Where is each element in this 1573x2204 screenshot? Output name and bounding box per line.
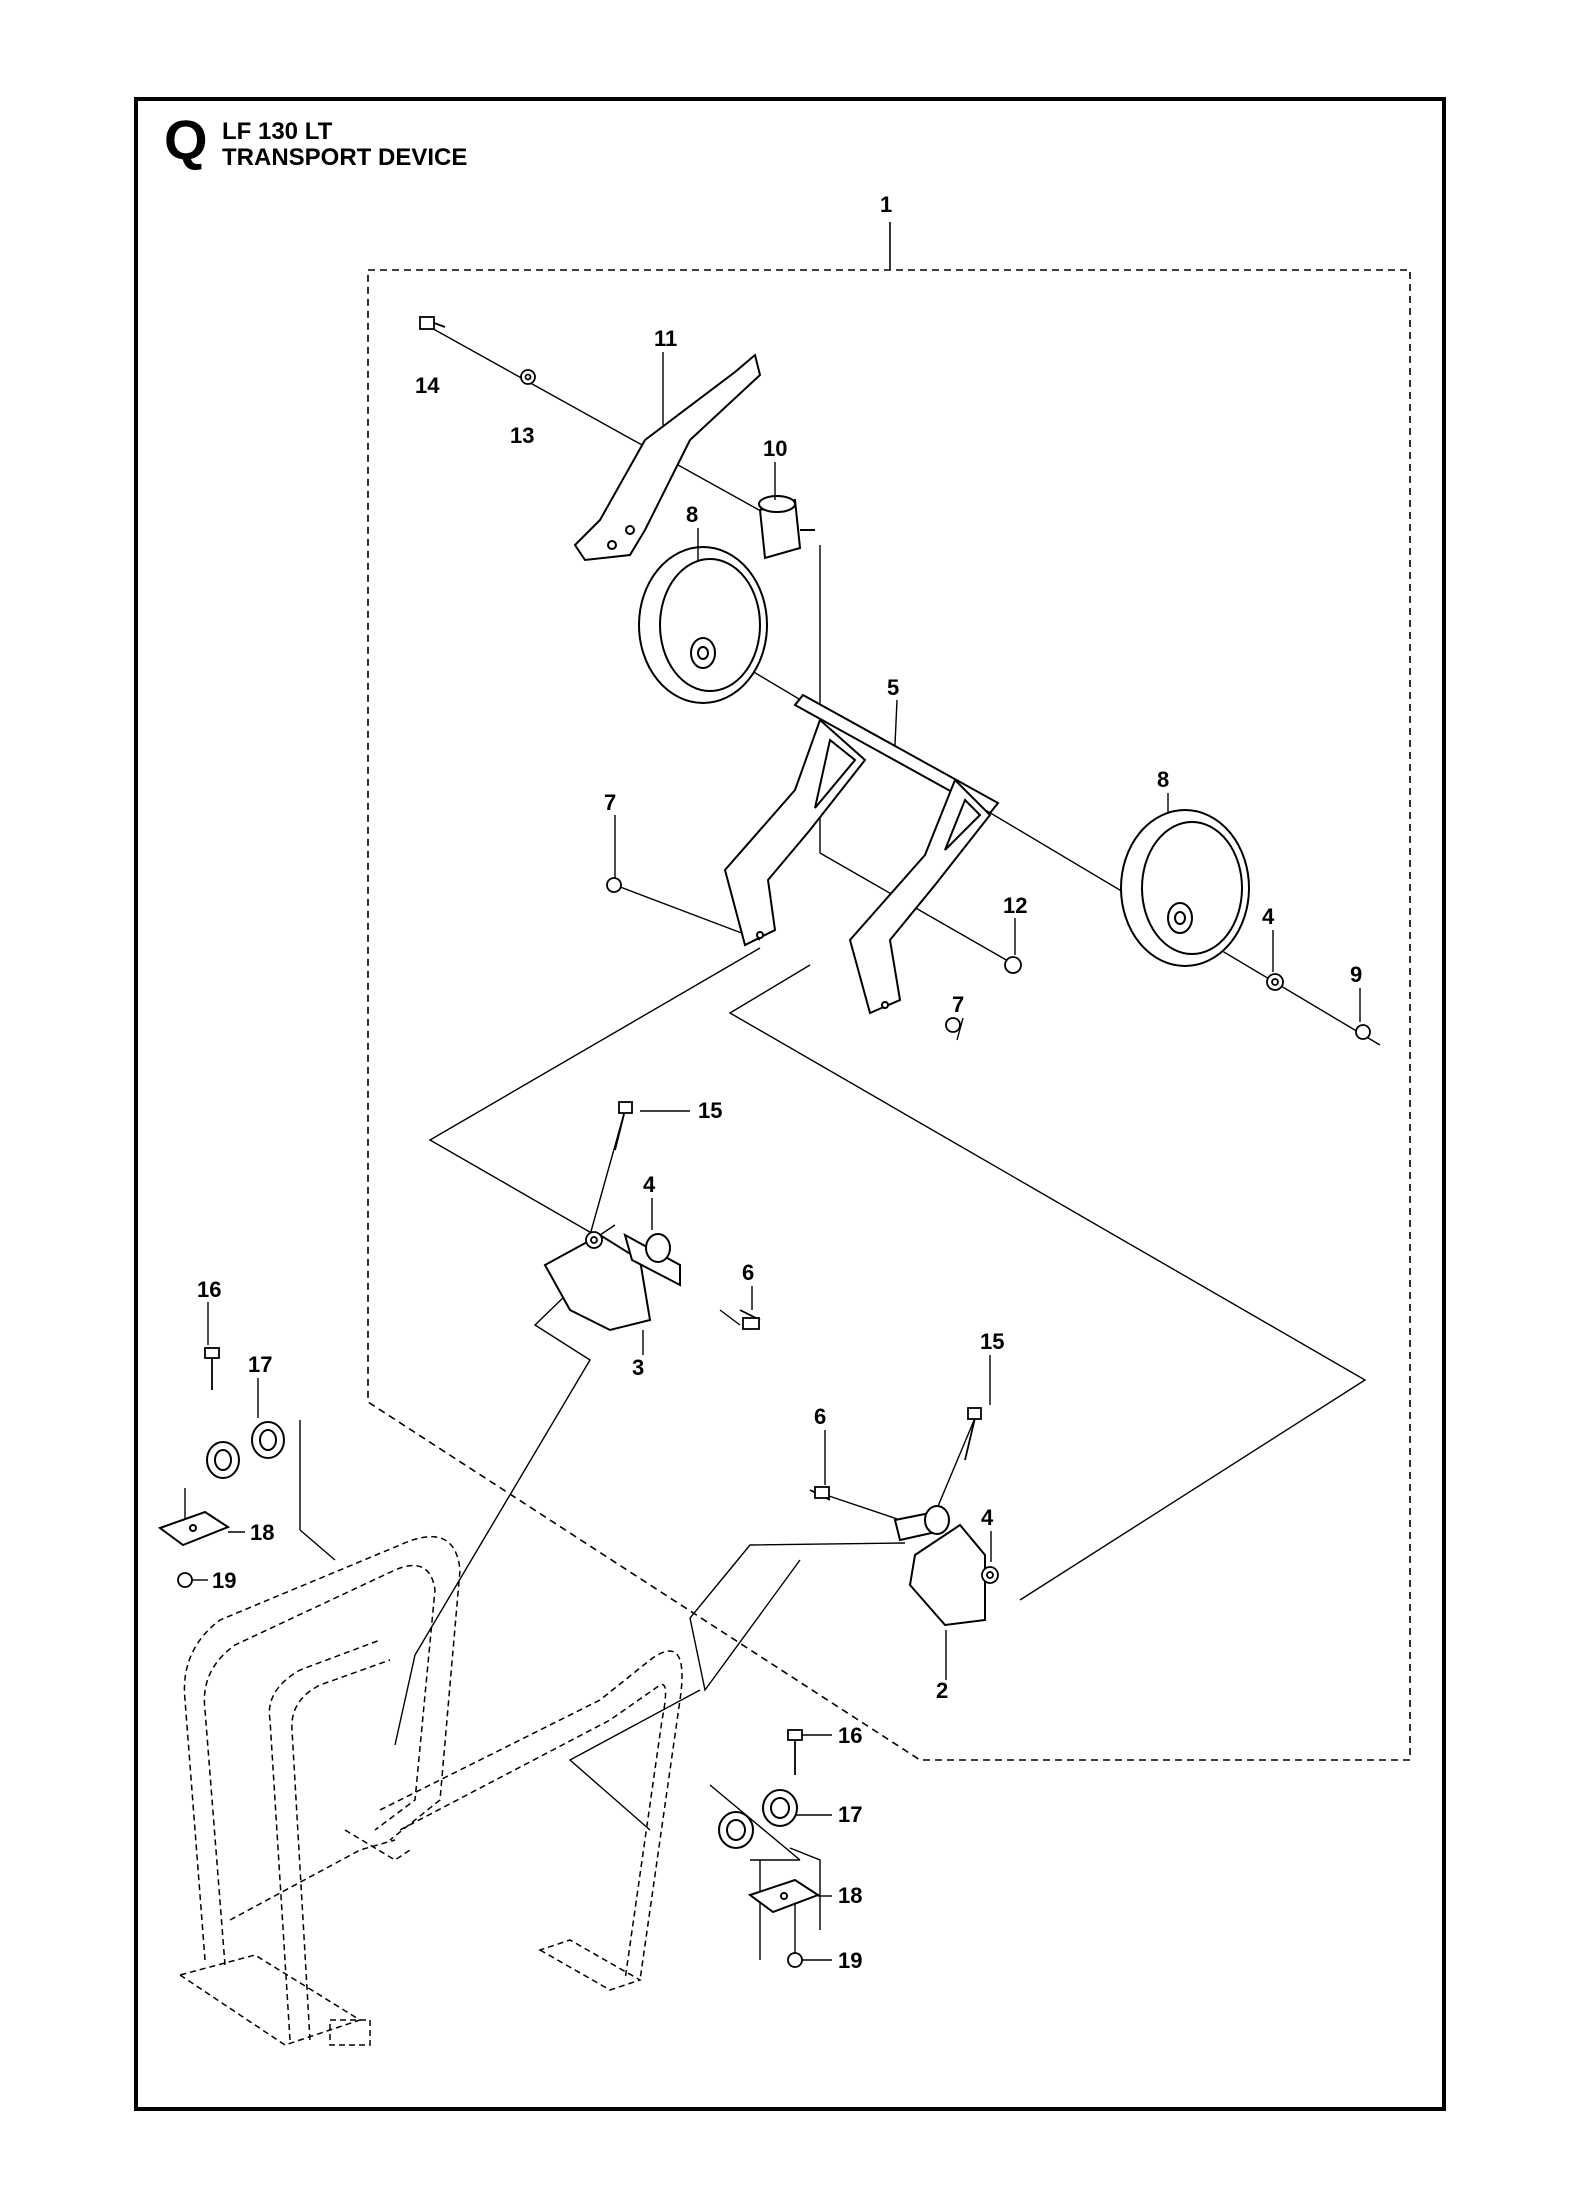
handle-frame [178, 1536, 683, 2046]
support-bracket-3 [543, 1232, 681, 1332]
callout-4-a: 4 [643, 1172, 656, 1197]
plate-lower [747, 1878, 821, 1914]
wheel-bracket-left [723, 718, 867, 947]
callout-19-a: 19 [212, 1568, 236, 1593]
callout-11: 11 [654, 326, 677, 351]
plate-upper [157, 1510, 231, 1547]
callout-labels: 1 2 3 4 4 4 5 6 6 7 7 8 8 9 10 11 12 13 … [197, 192, 1362, 1973]
callout-5: 5 [887, 675, 899, 700]
callout-19-b: 19 [838, 1948, 862, 1973]
axle-rod [793, 693, 1000, 815]
support-bracket-2 [893, 1505, 986, 1627]
clamp-set-lower [718, 1789, 798, 1849]
callout-17-a: 17 [248, 1352, 272, 1377]
callout-6-a: 6 [742, 1260, 754, 1285]
page-title: TRANSPORT DEVICE [222, 144, 468, 171]
drawing-frame [134, 97, 1446, 2111]
spacer-sleeve [758, 495, 815, 560]
callout-2: 2 [936, 1678, 948, 1703]
callout-15-b: 15 [980, 1329, 1004, 1354]
callout-4-c: 4 [981, 1505, 994, 1530]
callout-14: 14 [415, 373, 440, 398]
callout-7-a: 7 [604, 790, 616, 815]
callout-18-a: 18 [250, 1520, 274, 1545]
wheel-left [638, 546, 768, 704]
callout-6-b: 6 [814, 1404, 826, 1429]
callout-4-b: 4 [1262, 904, 1275, 929]
section-letter: Q [164, 108, 208, 171]
callout-16-a: 16 [197, 1277, 221, 1302]
callout-17-b: 17 [838, 1802, 862, 1827]
model-name: LF 130 LT [222, 118, 333, 145]
callout-8-b: 8 [1157, 767, 1169, 792]
callout-13: 13 [510, 423, 534, 448]
hardware [177, 316, 1371, 1968]
reference-lines [184, 325, 1381, 1960]
callout-10: 10 [763, 436, 787, 461]
label-leaders [192, 352, 1361, 1961]
callout-7-b: 7 [952, 992, 964, 1017]
assembly-boundary [367, 269, 1411, 1761]
callout-18-b: 18 [838, 1883, 862, 1908]
callout-9: 9 [1350, 962, 1362, 987]
callout-12: 12 [1003, 893, 1027, 918]
wheel-bracket-right [848, 778, 992, 1015]
clamp-set-upper [206, 1421, 285, 1479]
callout-1: 1 [880, 192, 892, 217]
callout-16-b: 16 [838, 1723, 862, 1748]
callout-8-a: 8 [686, 502, 698, 527]
lever-arm [573, 353, 762, 562]
wheel-right [1120, 809, 1250, 967]
callout-15-a: 15 [698, 1098, 722, 1123]
callout-3: 3 [632, 1355, 644, 1380]
